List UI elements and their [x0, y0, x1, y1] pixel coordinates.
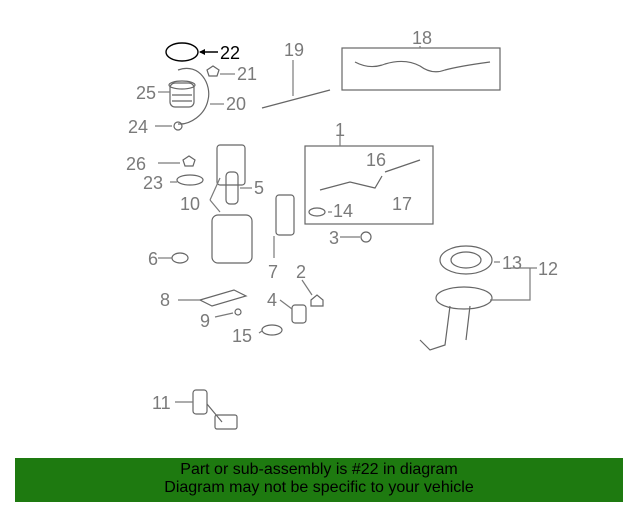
callout-1: 1 [335, 120, 345, 140]
callout-5: 5 [254, 178, 264, 198]
callout-6: 6 [148, 249, 158, 269]
part-9-clip[interactable]: 9 [200, 308, 242, 331]
callout-2: 2 [296, 262, 306, 282]
callout-15: 15 [232, 326, 252, 346]
callout-4: 4 [267, 290, 277, 310]
callout-11: 11 [152, 393, 171, 413]
part-15-seal[interactable]: 15 [232, 324, 283, 346]
part-23-gasket[interactable]: 23 [143, 173, 204, 193]
part-3-fitting[interactable]: 3 [329, 228, 372, 248]
part-8-strainer[interactable]: 8 [160, 289, 248, 310]
part-1-assembly[interactable]: 1 16 17 14 [304, 120, 434, 225]
part-20-hose[interactable]: 20 [177, 67, 246, 125]
callout-13: 13 [502, 253, 522, 273]
callout-18: 18 [412, 28, 432, 48]
part-25-filter[interactable]: 25 [136, 80, 196, 108]
part-26-clamp[interactable]: 26 [126, 154, 196, 174]
banner-line-1: Part or sub-assembly is #22 in diagram [180, 461, 458, 478]
part-11-sensor[interactable]: 11 [152, 389, 238, 430]
callout-26: 26 [126, 154, 146, 174]
callout-7: 7 [268, 262, 278, 282]
part-2-valve[interactable]: 2 [296, 262, 324, 307]
callout-21: 21 [237, 64, 257, 84]
part-10-housing[interactable]: 10 [180, 144, 253, 264]
part-4-regulator[interactable]: 4 [267, 290, 307, 324]
part-18-fuel-line[interactable]: 18 [341, 28, 501, 91]
callout-19: 19 [284, 40, 304, 60]
callout-14: 14 [333, 201, 353, 221]
part-5-pump[interactable]: 5 [225, 171, 264, 205]
callout-3: 3 [329, 228, 339, 248]
part-12-sender-unit[interactable]: 12 [419, 259, 558, 351]
callout-20: 20 [226, 94, 246, 114]
part-22-oring[interactable]: 22 [165, 42, 240, 63]
callout-9: 9 [200, 311, 210, 331]
part-6-cap[interactable]: 6 [148, 249, 189, 269]
callout-10: 10 [180, 194, 200, 214]
callout-17: 17 [392, 194, 412, 214]
banner-line-2: Diagram may not be specific to your vehi… [164, 479, 474, 496]
callout-22: 22 [220, 43, 240, 63]
part-13-lock-ring[interactable]: 13 [439, 245, 522, 275]
part-7-sender[interactable]: 7 [268, 194, 295, 282]
info-banner: Part or sub-assembly is #22 in diagram D… [15, 458, 623, 502]
callout-8: 8 [160, 290, 170, 310]
part-19-rod[interactable]: 19 [261, 40, 331, 109]
part-21-clip[interactable]: 21 [206, 64, 257, 84]
callout-25: 25 [136, 83, 156, 103]
callout-12: 12 [538, 259, 558, 279]
callout-24: 24 [128, 117, 148, 137]
callout-16: 16 [366, 150, 386, 170]
callout-23: 23 [143, 173, 163, 193]
part-24-bolt[interactable]: 24 [128, 117, 183, 137]
